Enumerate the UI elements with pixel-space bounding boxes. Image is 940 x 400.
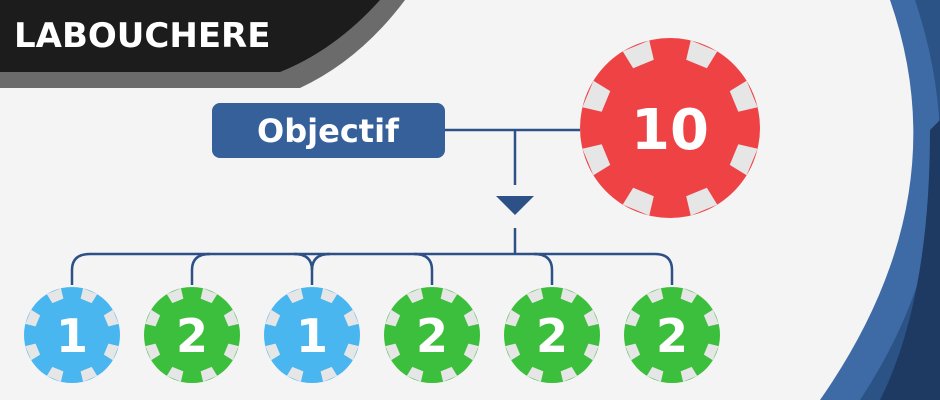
sequence-chip: 2: [384, 287, 480, 383]
sequence-chip: 2: [504, 287, 600, 383]
sequence-chip-value: 2: [416, 309, 448, 363]
connector-lines: [70, 128, 674, 285]
sequence-chip: 1: [24, 287, 120, 383]
sequence-chip: 1: [264, 287, 360, 383]
right-decorative-arc: [820, 0, 940, 400]
objective-label: Objectif: [257, 112, 400, 150]
goal-chip-value: 10: [631, 98, 709, 163]
sequence-chip: 2: [144, 287, 240, 383]
sequence-chip-value: 1: [296, 309, 328, 363]
goal-chip: 10: [580, 38, 760, 218]
title-banner: LABOUCHERE: [0, 0, 405, 88]
arrow-down-icon: [496, 196, 534, 215]
objective-label-box: Objectif: [212, 103, 445, 158]
sequence-chips: 1 2 1 2 2 2: [24, 287, 720, 383]
sequence-chip-value: 2: [176, 309, 208, 363]
page-title: LABOUCHERE: [14, 16, 270, 56]
sequence-chip-value: 2: [656, 309, 688, 363]
sequence-chip: 2: [624, 287, 720, 383]
sequence-chip-value: 1: [56, 309, 88, 363]
sequence-chip-value: 2: [536, 309, 568, 363]
